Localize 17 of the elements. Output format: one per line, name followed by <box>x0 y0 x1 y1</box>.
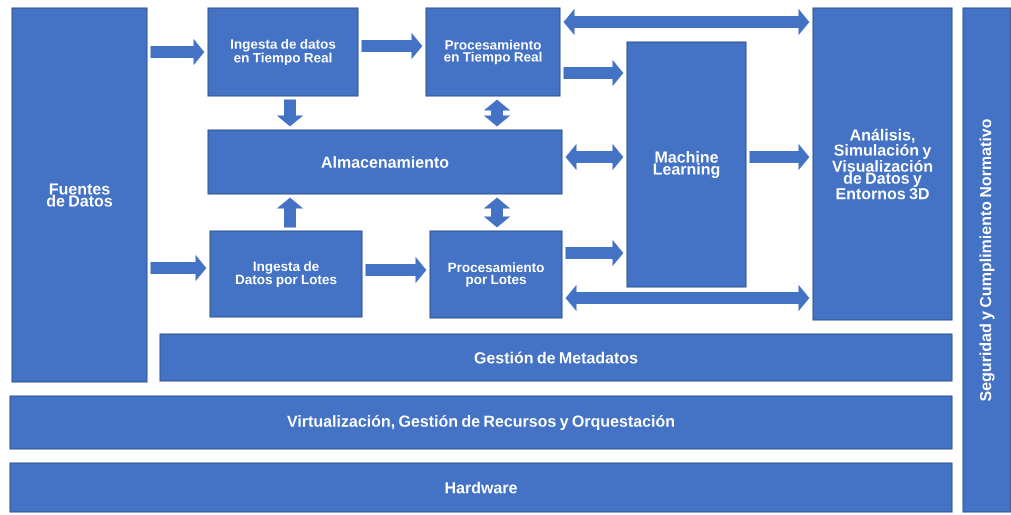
layer-bar: Gestión de Metadatos <box>159 333 953 382</box>
block-arrow <box>483 99 511 127</box>
block-arrow <box>563 8 810 36</box>
process-box: Almacenamiento <box>207 129 563 195</box>
process-box: Procesamiento por Lotes <box>429 230 563 319</box>
process-box: Fuentes de Datos <box>11 7 148 383</box>
process-box: Ingesta de datos en Tiempo Real <box>207 7 359 97</box>
block-arrow <box>565 143 624 171</box>
process-box: Análisis, Simulación y Visualización de Datos y Entornos 3D <box>812 7 953 321</box>
process-box: Procesamiento en Tiempo Real <box>425 7 561 97</box>
layer-bar: Seguridad y Cumplimiento Normativo <box>962 7 1011 513</box>
layer-bar: Virtualización, Gestión de Recursos y Orquestación <box>9 395 953 450</box>
layer-bar: Hardware <box>9 462 953 513</box>
block-arrow <box>565 284 810 312</box>
process-box: Machine Learning <box>626 41 747 288</box>
process-box: Ingesta de Datos por Lotes <box>209 230 363 318</box>
block-arrow <box>483 197 511 228</box>
